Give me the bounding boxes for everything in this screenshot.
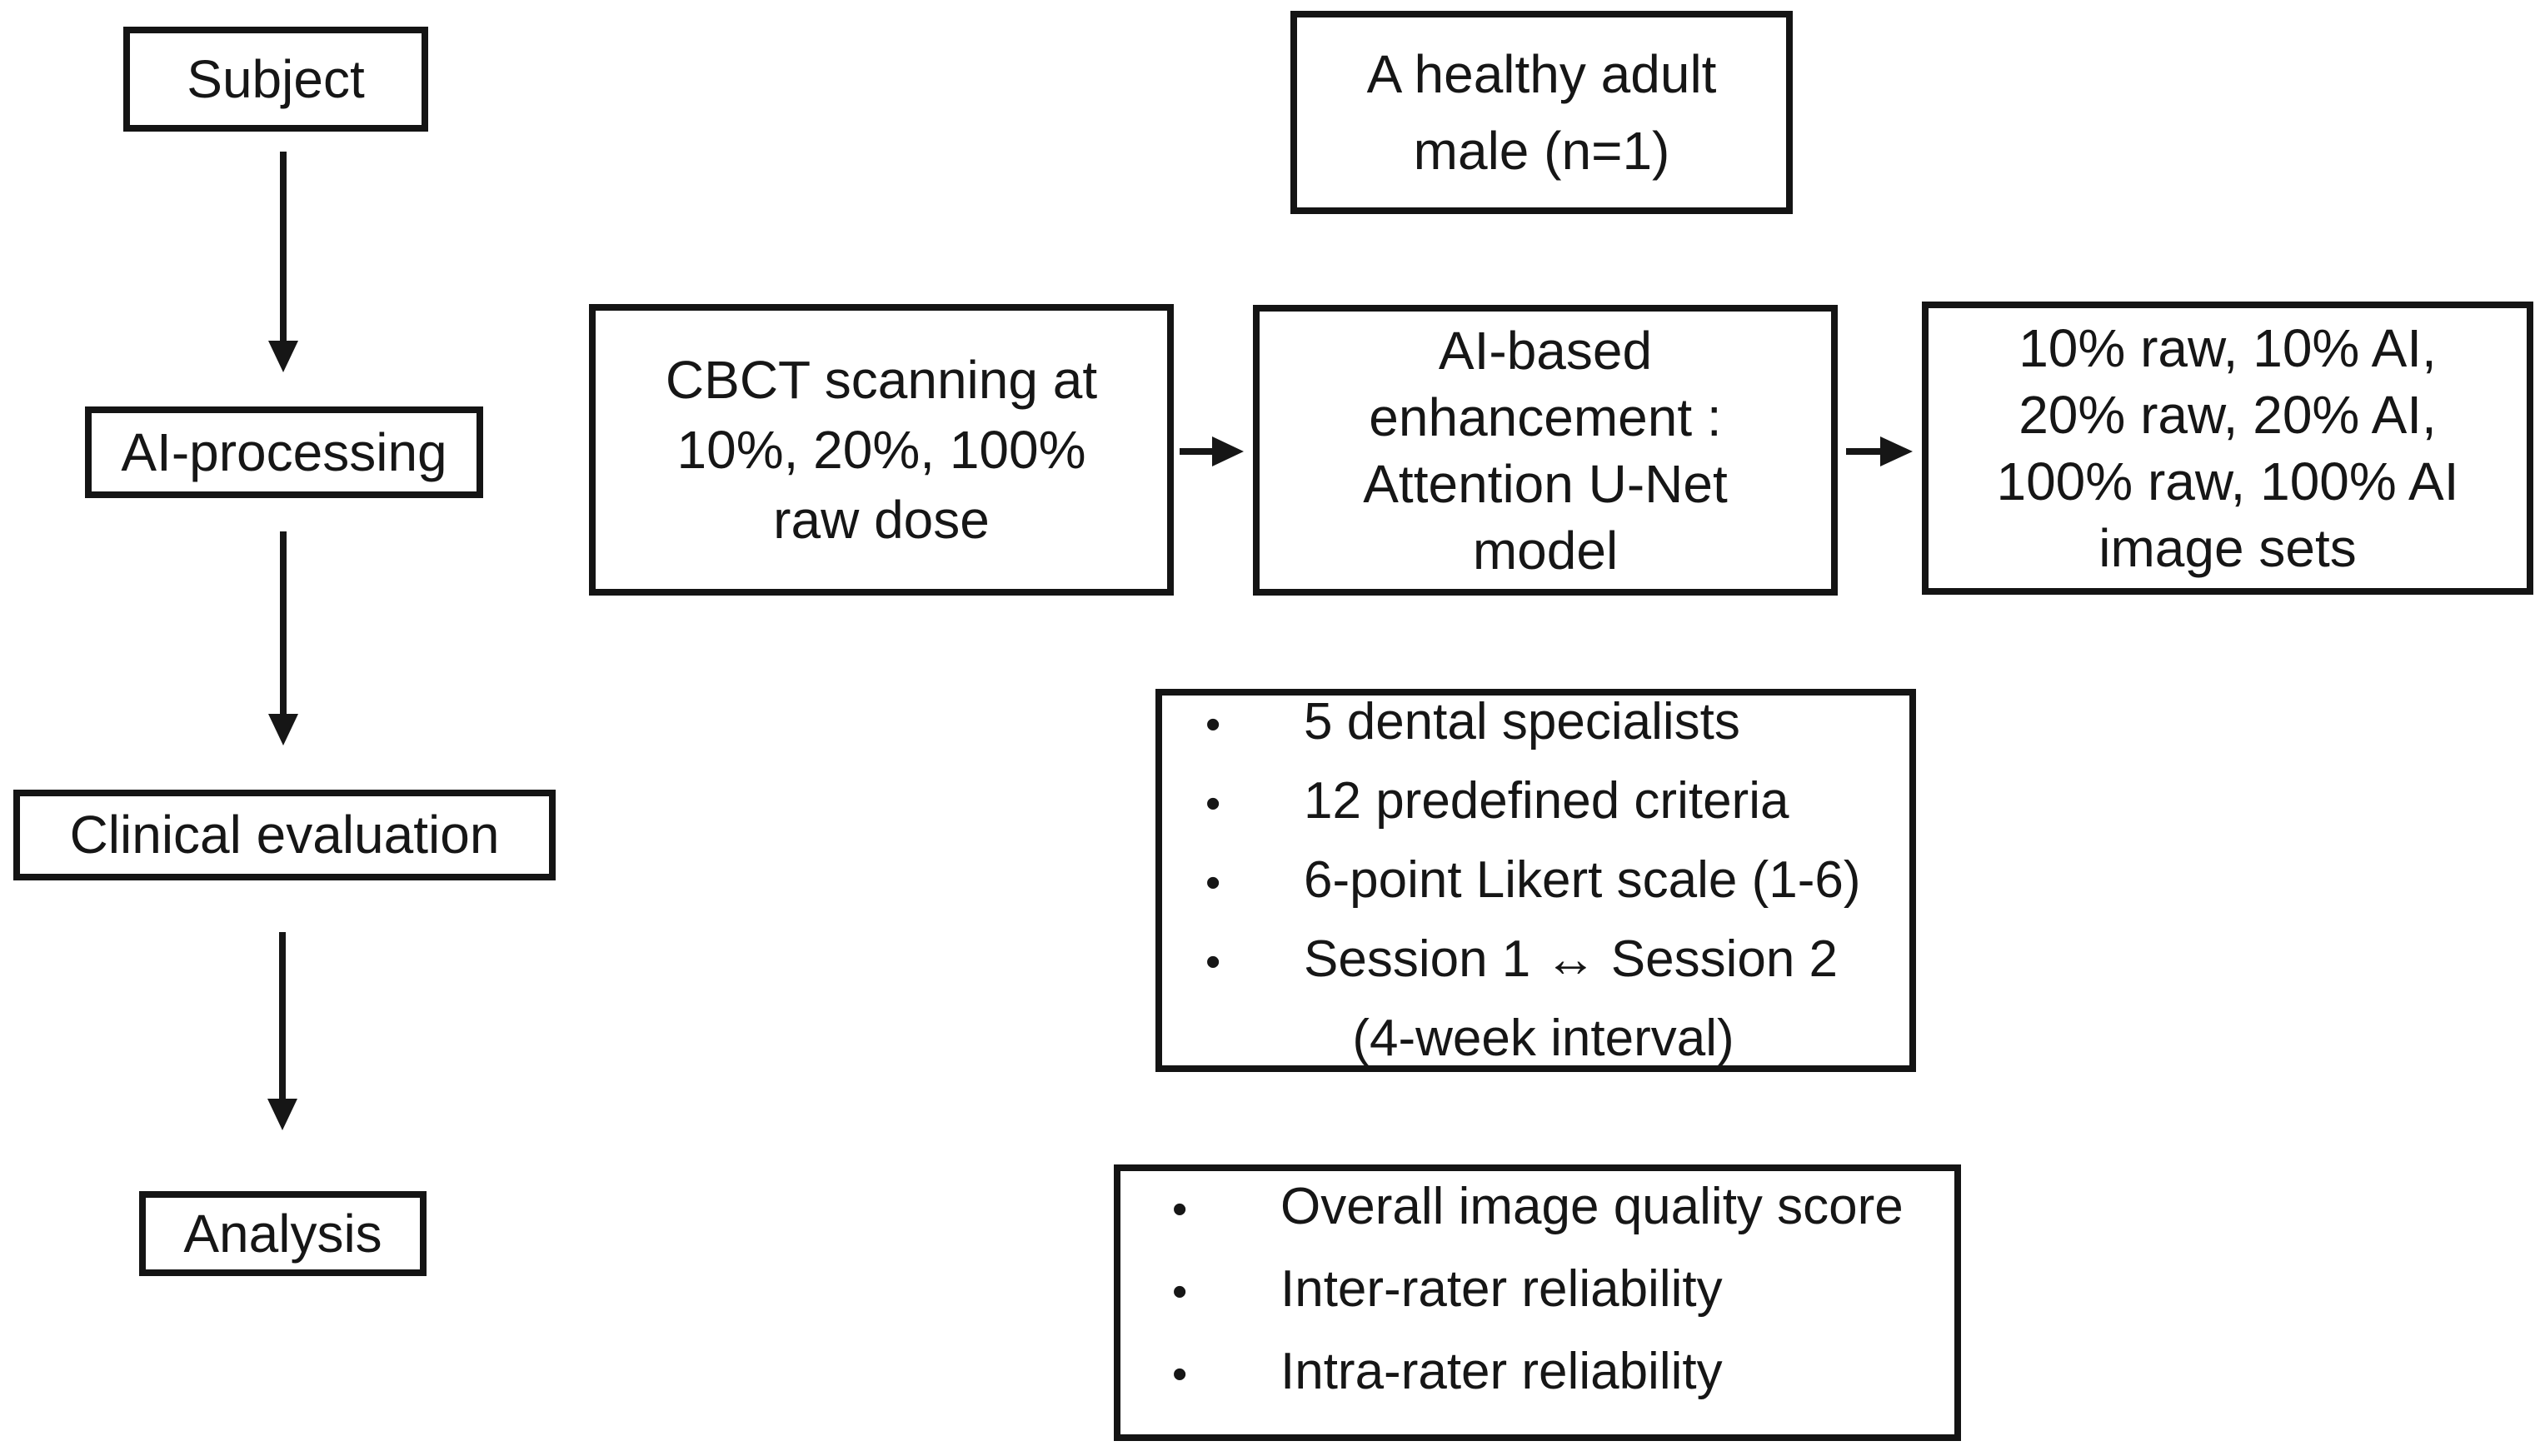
flow-node-evaluation-details: • 5 dental specialists • 12 predefined c… xyxy=(1155,689,1916,1072)
cbct-line: raw dose xyxy=(773,490,990,550)
arrow-clinical-evaluation-to-analysis xyxy=(267,932,297,1130)
enhancement-line: model xyxy=(1472,520,1619,581)
flow-node-ai-enhancement: AI-based enhancement : Attention U-Net m… xyxy=(1253,305,1838,596)
bullet-icon: • xyxy=(1205,701,1221,749)
list-item-continuation: (4-week interval) xyxy=(1352,1010,1734,1067)
flow-node-ai-processing-label: AI-processing xyxy=(121,421,447,482)
flow-node-analysis-label: Analysis xyxy=(183,1203,382,1264)
flow-node-ai-processing: AI-processing xyxy=(85,406,483,498)
bullet-icon: • xyxy=(1172,1349,1188,1399)
flow-node-subject-detail: A healthy adult male (n=1) xyxy=(1290,11,1793,214)
flow-node-subject-label: Subject xyxy=(187,48,365,109)
flow-node-analysis-details: • Overall image quality score • Inter-ra… xyxy=(1114,1164,1961,1441)
flow-node-image-sets: 10% raw, 10% AI, 20% raw, 20% AI, 100% r… xyxy=(1922,302,2533,595)
list-item: • Inter-rater reliability xyxy=(1164,1249,1938,1332)
flow-node-clinical-evaluation-label: Clinical evaluation xyxy=(69,805,500,865)
image-sets-line: 10% raw, 10% AI, xyxy=(2019,318,2437,378)
enhancement-line: AI-based xyxy=(1438,320,1653,381)
bullet-icon: • xyxy=(1205,938,1221,986)
bullet-icon: • xyxy=(1205,780,1221,828)
subject-detail-line: male (n=1) xyxy=(1413,121,1670,181)
image-sets-line: 100% raw, 100% AI xyxy=(1996,451,2459,511)
enhancement-line: enhancement : xyxy=(1369,386,1722,447)
flow-node-analysis: Analysis xyxy=(139,1191,427,1276)
image-sets-line: image sets xyxy=(2098,518,2357,578)
list-item: • Intra-rater reliability xyxy=(1164,1332,1938,1414)
list-item-text: Overall image quality score xyxy=(1280,1177,1904,1235)
arrow-subject-to-ai-processing xyxy=(268,152,298,372)
list-item: • Overall image quality score xyxy=(1164,1167,1938,1249)
list-item-text: Intra-rater reliability xyxy=(1280,1342,1723,1400)
bullet-icon: • xyxy=(1205,859,1221,907)
arrow-ai-processing-to-clinical-evaluation xyxy=(268,531,298,745)
list-item: • 5 dental specialists xyxy=(1194,684,1893,763)
arrow-enhancement-to-image-sets xyxy=(1846,436,1913,466)
bullet-icon: • xyxy=(1172,1267,1188,1316)
list-item-text: 5 dental specialists xyxy=(1304,693,1740,750)
list-item: • Session 1 ↔ Session 2 xyxy=(1194,921,1893,1000)
list-item-text: 6-point Likert scale (1-6) xyxy=(1304,851,1861,909)
list-item-text: 12 predefined criteria xyxy=(1304,772,1789,830)
cbct-line: 10%, 20%, 100% xyxy=(676,420,1086,480)
subject-detail-line: A healthy adult xyxy=(1366,44,1717,104)
flow-node-subject: Subject xyxy=(123,27,428,132)
bullet-icon: • xyxy=(1172,1184,1188,1234)
list-item: • 6-point Likert scale (1-6) xyxy=(1194,842,1893,921)
cbct-line: CBCT scanning at xyxy=(665,350,1098,410)
list-item-text: Inter-rater reliability xyxy=(1280,1259,1723,1318)
list-item-text: Session 1 ↔ Session 2 xyxy=(1304,930,1839,988)
enhancement-line: Attention U-Net xyxy=(1363,453,1728,514)
flow-node-cbct-scanning: CBCT scanning at 10%, 20%, 100% raw dose xyxy=(589,304,1174,596)
flow-node-clinical-evaluation: Clinical evaluation xyxy=(13,790,556,880)
arrow-cbct-to-enhancement xyxy=(1180,436,1244,466)
list-item: • 12 predefined criteria xyxy=(1194,763,1893,842)
image-sets-line: 20% raw, 20% AI, xyxy=(2019,385,2437,445)
